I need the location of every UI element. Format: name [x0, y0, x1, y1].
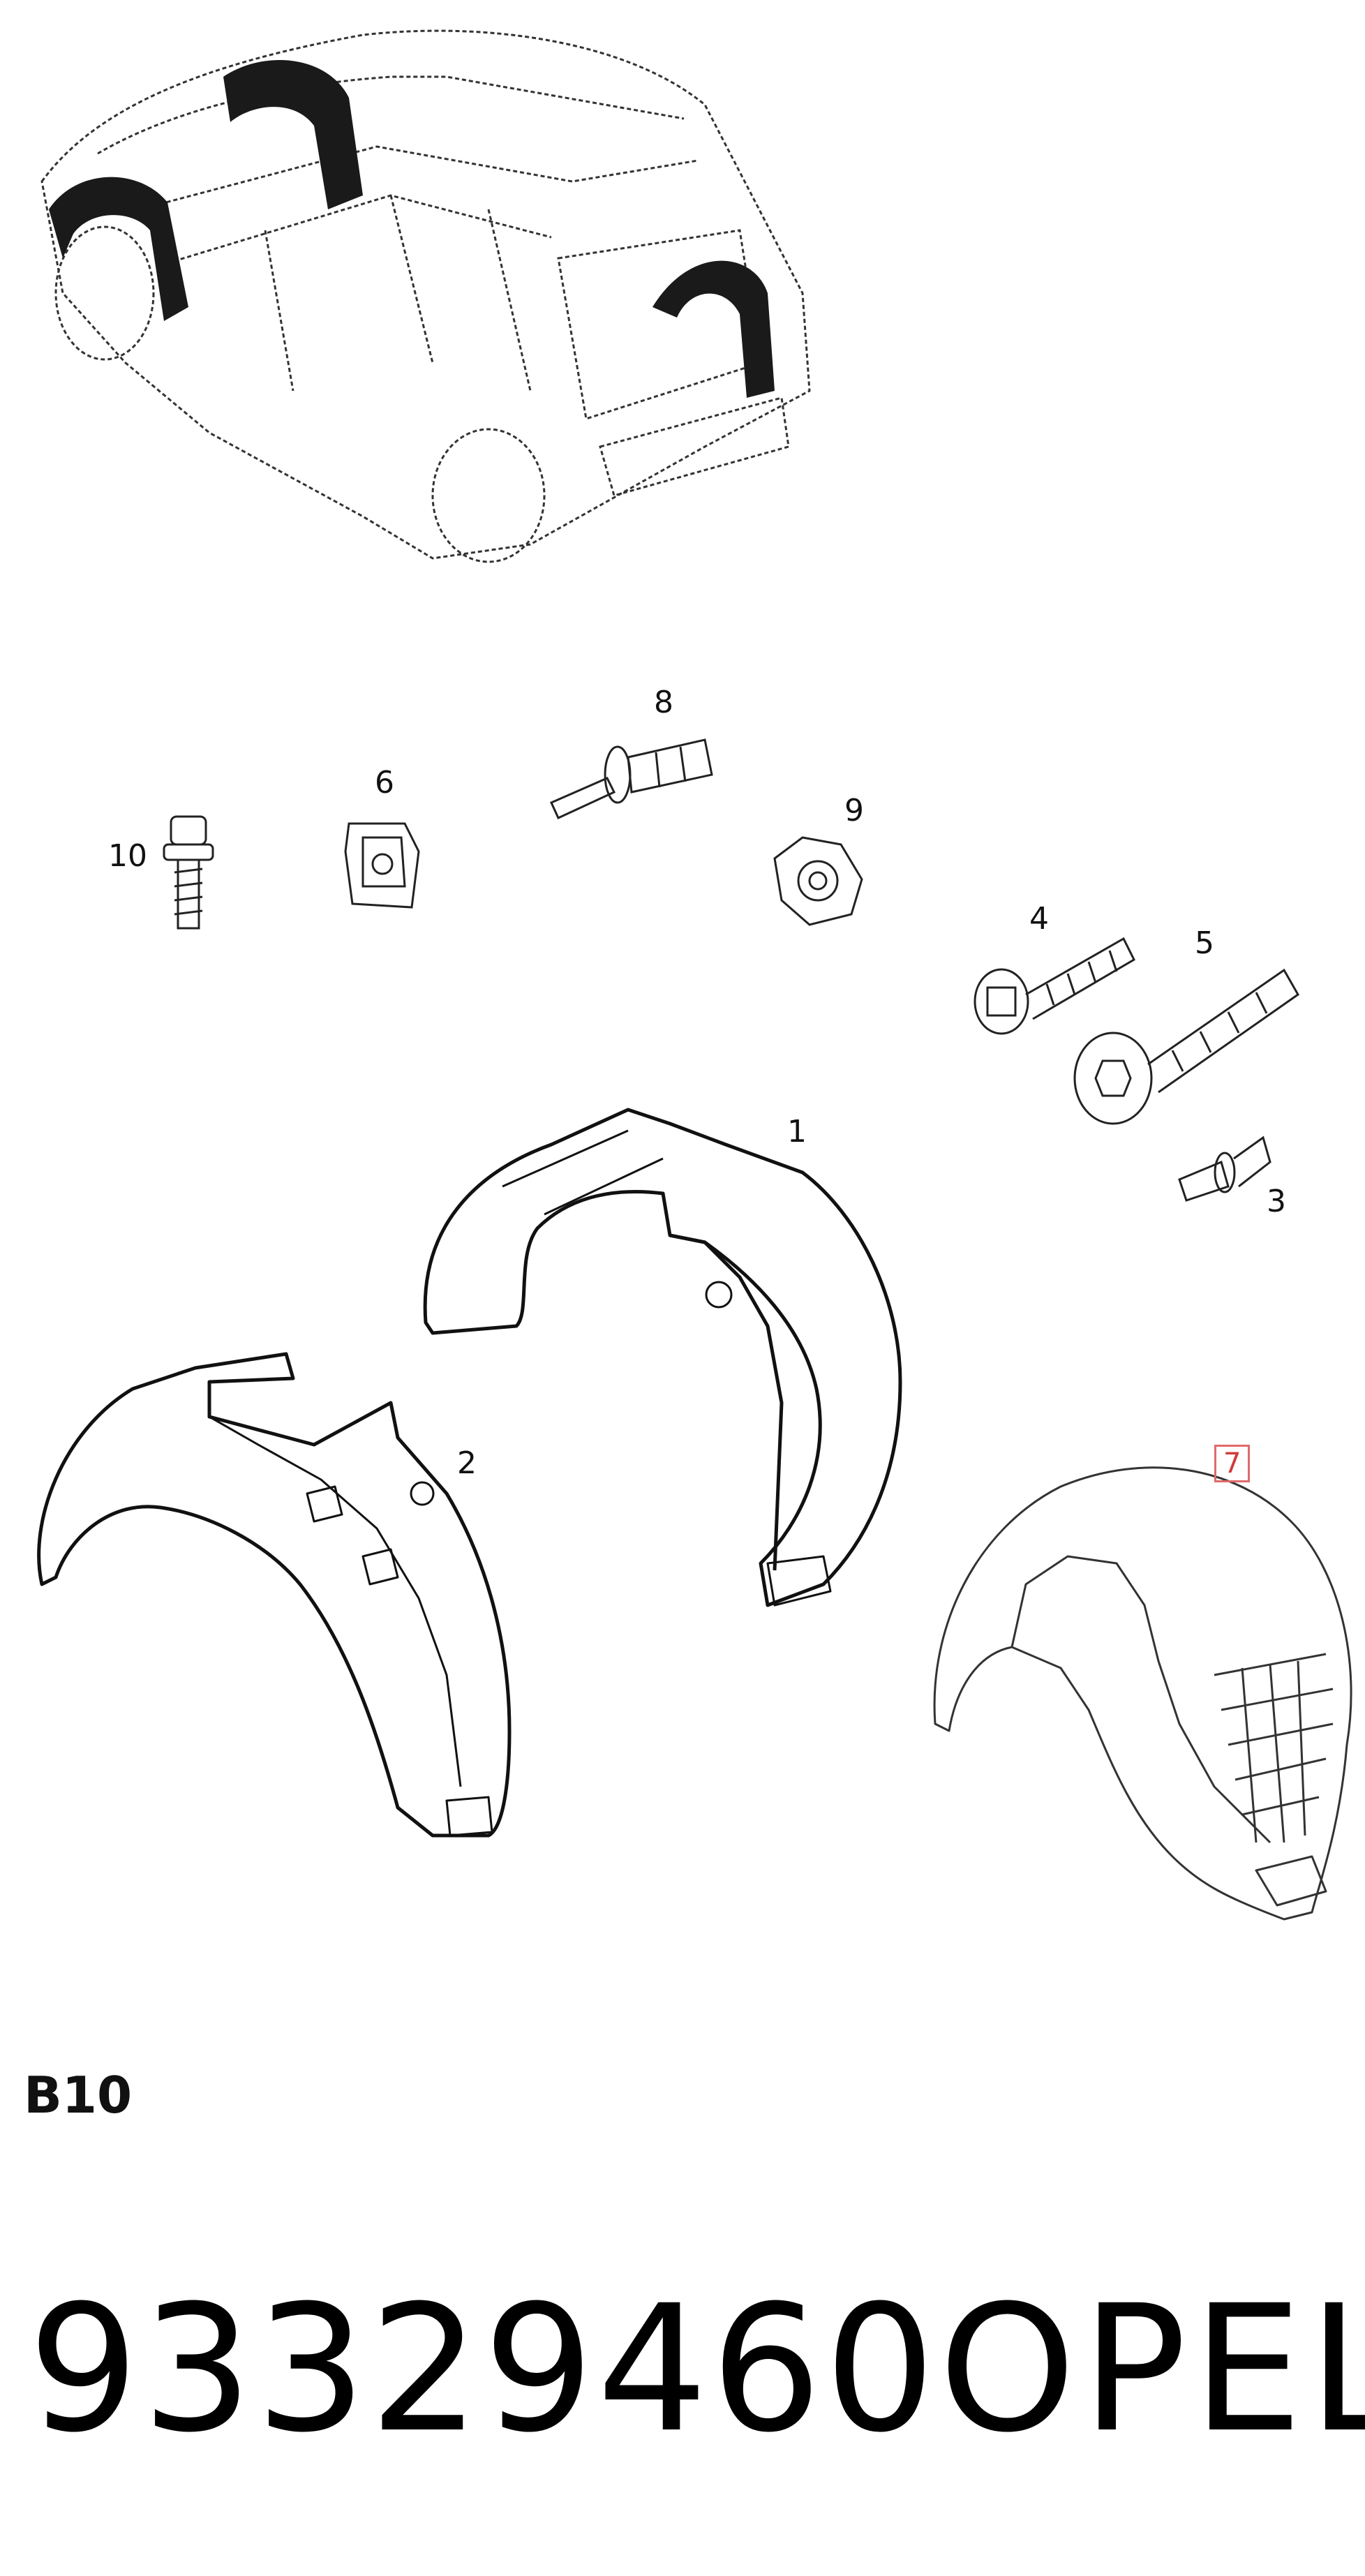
section-code: B10	[24, 2066, 133, 2124]
callout-7-highlighted: 7	[1214, 1445, 1251, 1482]
callout-1: 1	[787, 1114, 807, 1149]
wheel-liner-part-1	[423, 1108, 902, 1607]
wheel-liner-part-7	[933, 1466, 1352, 1921]
screw-part-5	[1073, 968, 1299, 1125]
callout-5: 5	[1195, 925, 1214, 961]
bolt-part-10	[163, 815, 214, 930]
callout-6: 6	[375, 765, 394, 801]
parts-diagram	[37, 29, 1352, 1921]
wheel-liner-highlight	[49, 60, 775, 398]
rivet-part-3	[1178, 1136, 1271, 1202]
brand-name: OPEL	[939, 2268, 1365, 2471]
callout-3: 3	[1267, 1184, 1286, 1219]
wheel-liner-part-2	[37, 1352, 512, 1838]
push-pin-part-8	[550, 738, 713, 819]
nut-part-9	[773, 836, 863, 926]
clip-part-6	[344, 822, 420, 909]
part-number: 93329460	[28, 2268, 939, 2471]
callout-9: 9	[844, 793, 864, 828]
screw-part-4	[974, 937, 1135, 1035]
callout-4: 4	[1029, 901, 1049, 937]
callout-2: 2	[457, 1445, 477, 1481]
callout-10: 10	[108, 838, 147, 874]
callout-8: 8	[654, 685, 673, 720]
